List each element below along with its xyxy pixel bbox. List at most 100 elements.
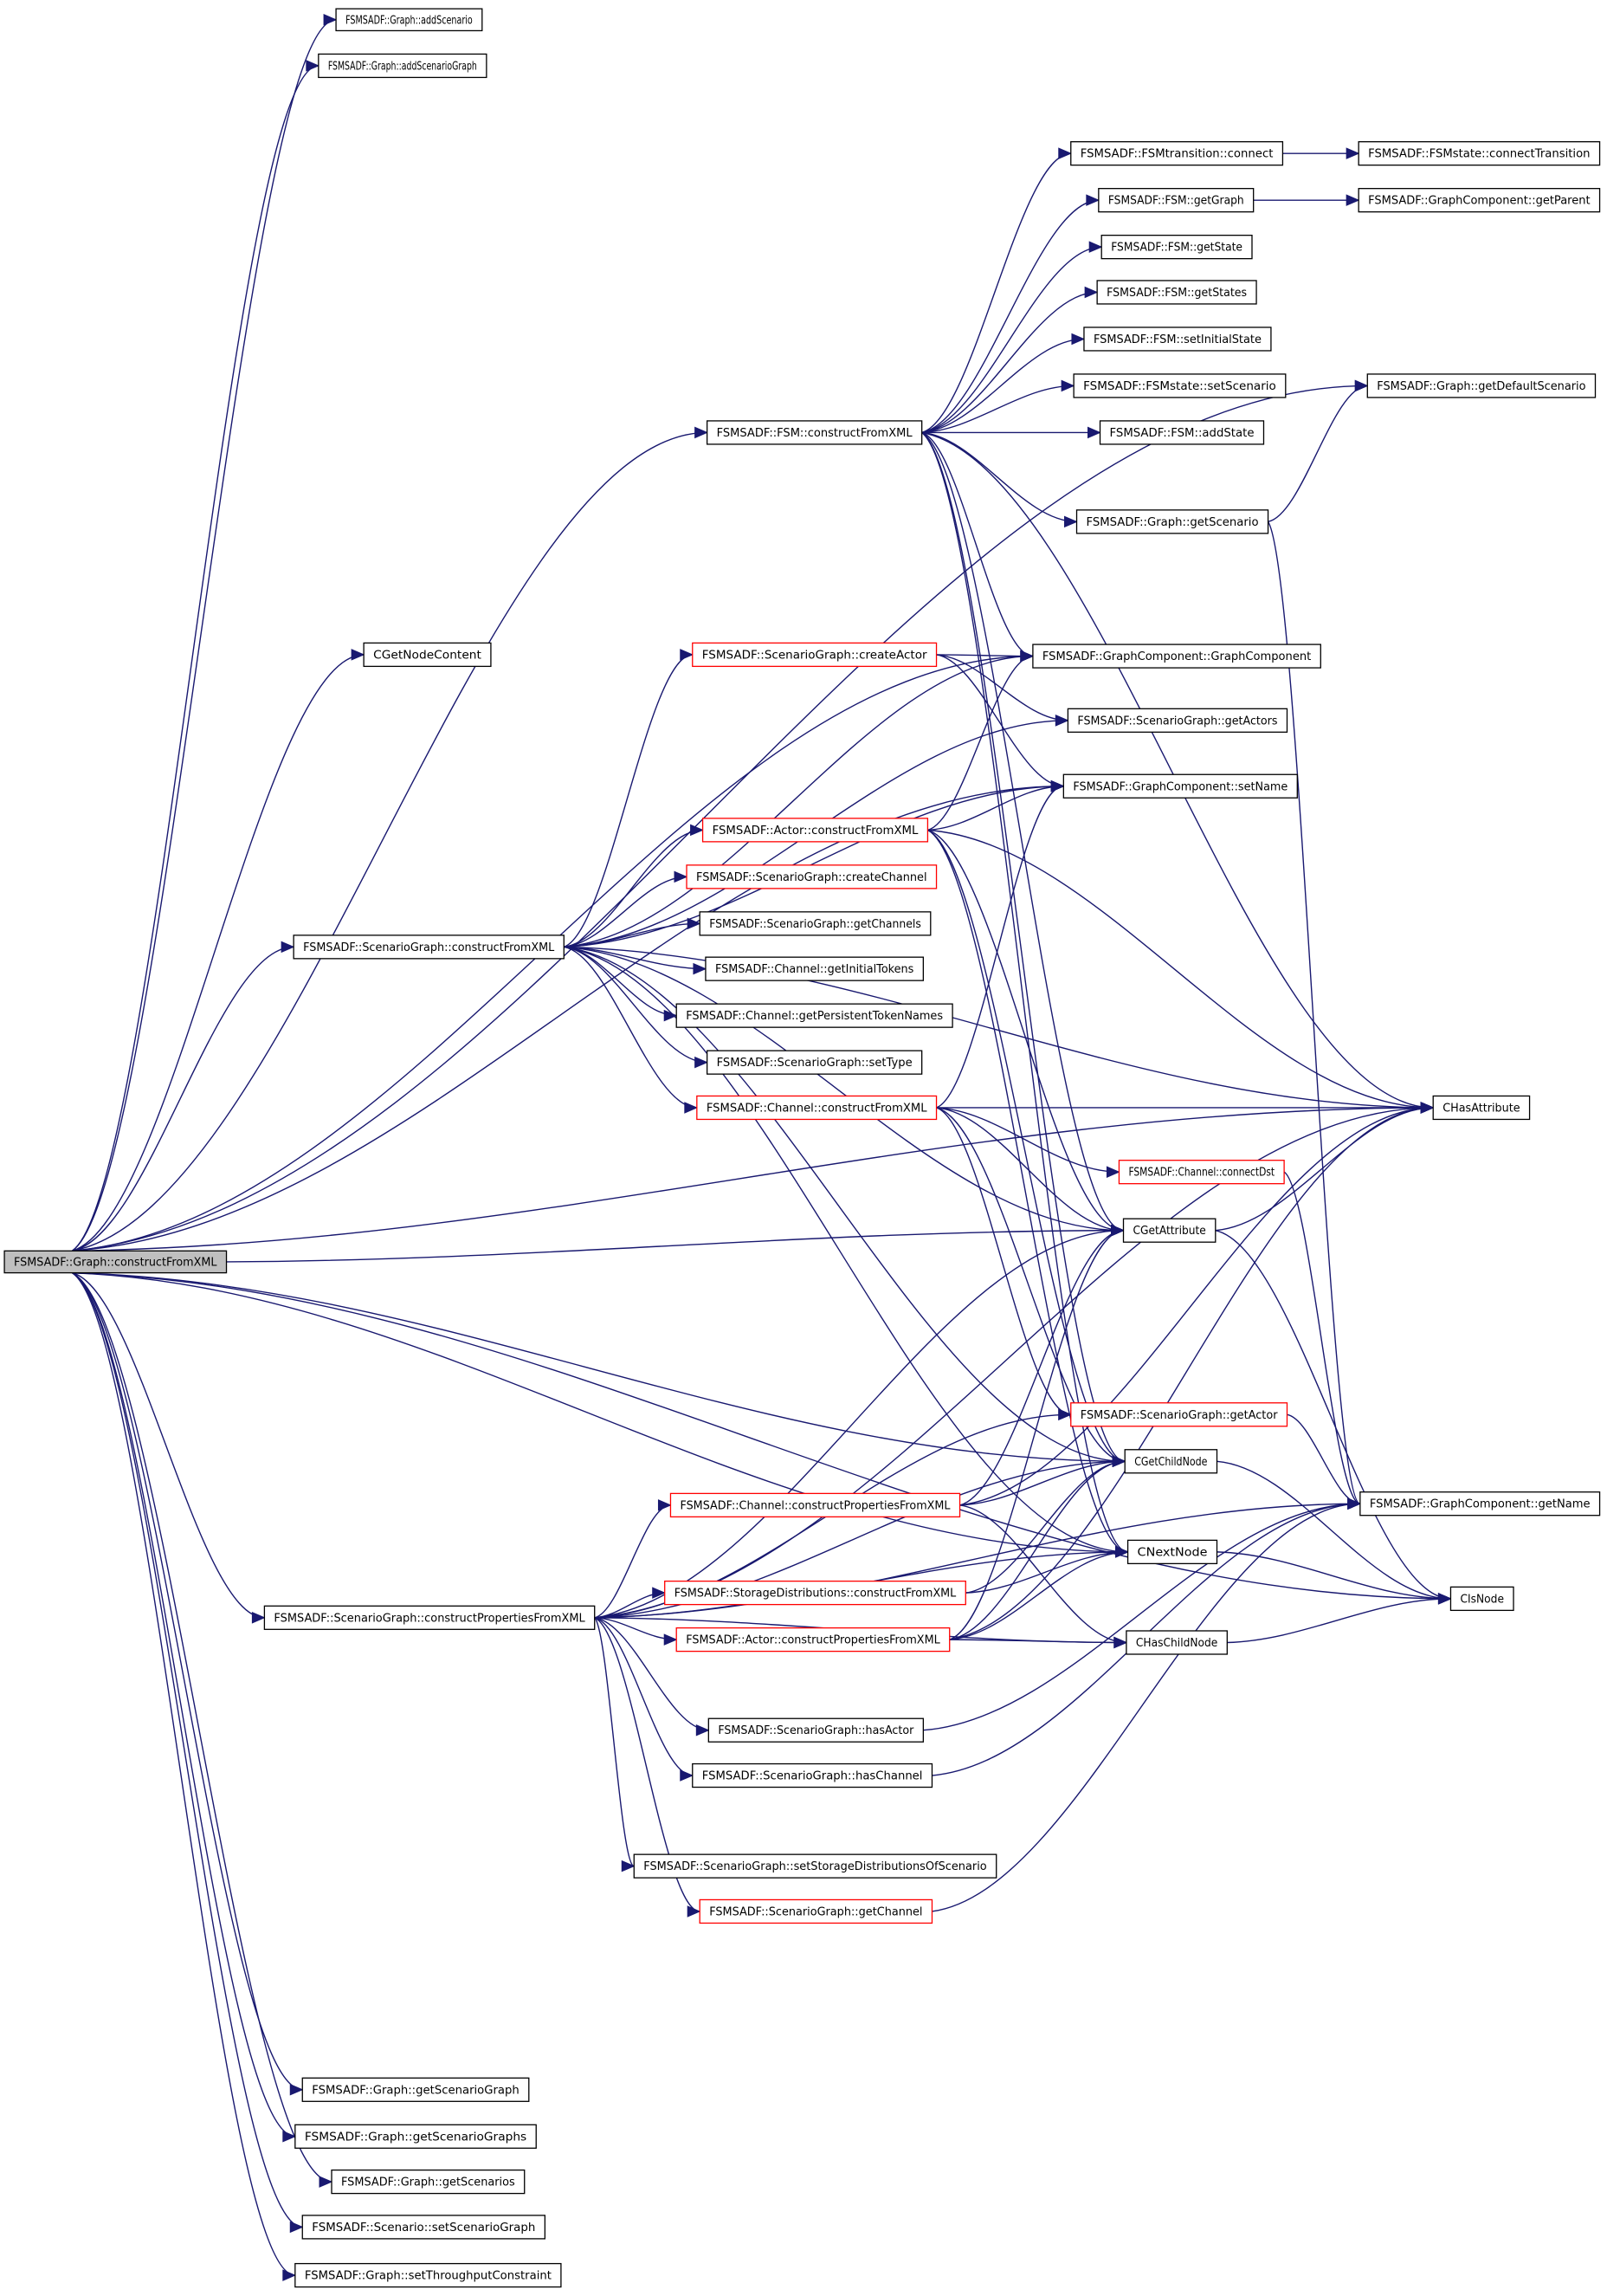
node-getscenariograph[interactable]: FSMSADF::Graph::getScenarioGraph — [301, 2077, 530, 2102]
node-box[interactable] — [1126, 1539, 1218, 1565]
node-addscenario[interactable]: FSMSADF::Graph::addScenario — [335, 8, 483, 32]
node-sg-constructprops[interactable]: FSMSADF::ScenarioGraph::constructPropert… — [263, 1605, 596, 1630]
node-ch-constructprops[interactable]: FSMSADF::Channel::constructPropertiesFro… — [669, 1492, 961, 1518]
node-sg-construct[interactable]: FSMSADF::ScenarioGraph::constructFromXML — [293, 935, 565, 960]
node-cisnode[interactable]: CIsNode — [1449, 1586, 1514, 1612]
node-box[interactable] — [1067, 708, 1288, 733]
node-setthroughput[interactable]: FSMSADF::Graph::setThroughputConstraint — [294, 2262, 562, 2288]
node-box[interactable] — [1098, 188, 1255, 213]
node-box[interactable] — [692, 1762, 933, 1788]
node-box[interactable] — [633, 1853, 997, 1879]
node-ch-getpersistent[interactable]: FSMSADF::Channel::getPersistentTokenName… — [675, 1003, 953, 1028]
node-ch-getinitialtokens[interactable]: FSMSADF::Channel::getInitialTokens — [705, 956, 925, 981]
node-box[interactable] — [301, 2077, 530, 2102]
node-box[interactable] — [294, 2262, 562, 2288]
node-sg-getchannels[interactable]: FSMSADF::ScenarioGraph::getChannels — [699, 911, 932, 936]
node-box[interactable] — [1449, 1586, 1514, 1612]
node-getscenariographs[interactable]: FSMSADF::Graph::getScenarioGraphs — [294, 2124, 537, 2149]
node-box[interactable] — [1073, 373, 1287, 398]
node-box[interactable] — [1070, 1402, 1288, 1427]
node-box[interactable] — [669, 1492, 961, 1518]
node-box[interactable] — [1070, 141, 1284, 166]
node-sd-construct[interactable]: FSMSADF::StorageDistributions::construct… — [664, 1580, 966, 1606]
node-box[interactable] — [699, 911, 932, 936]
node-box[interactable] — [706, 420, 923, 445]
node-getparent[interactable]: FSMSADF::GraphComponent::getParent — [1358, 188, 1601, 213]
node-box[interactable] — [675, 1627, 951, 1652]
node-getdefaultscenario[interactable]: FSMSADF::Graph::getDefaultScenario — [1366, 373, 1597, 398]
node-box[interactable] — [3, 1250, 228, 1274]
node-box[interactable] — [1075, 509, 1269, 534]
node-box[interactable] — [294, 2124, 537, 2149]
node-gc-ctor[interactable]: FSMSADF::GraphComponent::GraphComponent — [1032, 644, 1321, 669]
node-graph-getscenario[interactable]: FSMSADF::Graph::getScenario — [1075, 509, 1269, 534]
node-box[interactable] — [1096, 280, 1257, 305]
node-sg-settype[interactable]: FSMSADF::ScenarioGraph::setType — [706, 1050, 923, 1075]
node-box[interactable] — [1122, 1218, 1217, 1243]
node-box[interactable] — [335, 8, 483, 32]
node-sg-getchannel[interactable]: FSMSADF::ScenarioGraph::getChannel — [699, 1898, 933, 1924]
node-box[interactable] — [363, 642, 492, 668]
node-actor-constructprops[interactable]: FSMSADF::Actor::constructPropertiesFromX… — [675, 1627, 951, 1652]
node-fsm-addstate[interactable]: FSMSADF::FSM::addState — [1099, 420, 1265, 445]
node-sg-hasactor[interactable]: FSMSADF::ScenarioGraph::hasActor — [707, 1717, 925, 1743]
node-box[interactable] — [706, 1050, 923, 1075]
node-addscenariograph[interactable]: FSMSADF::Graph::addScenarioGraph — [318, 53, 487, 79]
node-box[interactable] — [696, 1095, 938, 1121]
node-fsm-setinitialstate[interactable]: FSMSADF::FSM::setInitialState — [1083, 327, 1272, 352]
node-graph-construct[interactable]: FSMSADF::Graph::constructFromXML — [3, 1250, 228, 1274]
node-box[interactable] — [686, 864, 938, 889]
node-box[interactable] — [1432, 1095, 1531, 1121]
node-box[interactable] — [1099, 420, 1265, 445]
node-cgetnodecontent[interactable]: CGetNodeContent — [363, 642, 492, 668]
node-box[interactable] — [664, 1580, 966, 1606]
node-box[interactable] — [263, 1605, 596, 1630]
node-box[interactable] — [707, 1717, 925, 1743]
node-fsm-getstate[interactable]: FSMSADF::FSM::getState — [1100, 235, 1253, 260]
node-fsm-construct[interactable]: FSMSADF::FSM::constructFromXML — [706, 420, 923, 445]
node-box[interactable] — [692, 642, 938, 668]
node-connecttransition[interactable]: FSMSADF::FSMstate::connectTransition — [1358, 141, 1601, 166]
node-box[interactable] — [1358, 141, 1601, 166]
node-chasattribute[interactable]: CHasAttribute — [1432, 1095, 1531, 1121]
node-cnextnode[interactable]: CNextNode — [1126, 1539, 1218, 1565]
node-box[interactable] — [1358, 188, 1601, 213]
node-box[interactable] — [1118, 1160, 1285, 1185]
node-box[interactable] — [1062, 773, 1298, 799]
node-actor-construct[interactable]: FSMSADF::Actor::constructFromXML — [701, 818, 929, 843]
node-sg-getactor[interactable]: FSMSADF::ScenarioGraph::getActor — [1070, 1402, 1288, 1427]
node-box[interactable] — [293, 935, 565, 960]
node-getscenarios[interactable]: FSMSADF::Graph::getScenarios — [331, 2169, 526, 2195]
node-box[interactable] — [331, 2169, 526, 2195]
node-box[interactable] — [1083, 327, 1272, 352]
node-cgetattribute[interactable]: CGetAttribute — [1122, 1218, 1217, 1243]
node-fsms-setscenario[interactable]: FSMSADF::FSMstate::setScenario — [1073, 373, 1287, 398]
node-box[interactable] — [1359, 1491, 1601, 1517]
node-gc-getname[interactable]: FSMSADF::GraphComponent::getName — [1359, 1491, 1601, 1517]
node-box[interactable] — [1124, 1449, 1218, 1474]
node-box[interactable] — [1366, 373, 1597, 398]
node-sc-setscenariograph[interactable]: FSMSADF::Scenario::setScenarioGraph — [301, 2215, 546, 2240]
node-fsm-getstates[interactable]: FSMSADF::FSM::getStates — [1096, 280, 1257, 305]
node-cgetchildnode[interactable]: CGetChildNode — [1124, 1449, 1218, 1474]
node-box[interactable] — [318, 53, 487, 79]
node-fsmt-connect[interactable]: FSMSADF::FSMtransition::connect — [1070, 141, 1284, 166]
node-box[interactable] — [675, 1003, 953, 1028]
node-box[interactable] — [699, 1898, 933, 1924]
node-box[interactable] — [701, 818, 929, 843]
node-box[interactable] — [1032, 644, 1321, 669]
node-chaschildnode[interactable]: CHasChildNode — [1126, 1630, 1228, 1655]
node-gc-setname[interactable]: FSMSADF::GraphComponent::setName — [1062, 773, 1298, 799]
node-box[interactable] — [301, 2215, 546, 2240]
node-box[interactable] — [1126, 1630, 1228, 1655]
node-sg-createchannel[interactable]: FSMSADF::ScenarioGraph::createChannel — [686, 864, 938, 889]
node-ch-construct[interactable]: FSMSADF::Channel::constructFromXML — [696, 1095, 938, 1121]
node-sg-getactors[interactable]: FSMSADF::ScenarioGraph::getActors — [1067, 708, 1288, 733]
node-box[interactable] — [1100, 235, 1253, 260]
node-sg-setstorage[interactable]: FSMSADF::ScenarioGraph::setStorageDistri… — [633, 1853, 997, 1879]
node-box[interactable] — [705, 956, 925, 981]
node-fsm-getgraph[interactable]: FSMSADF::FSM::getGraph — [1098, 188, 1255, 213]
node-ch-connectdst[interactable]: FSMSADF::Channel::connectDst — [1118, 1160, 1285, 1185]
node-sg-createactor[interactable]: FSMSADF::ScenarioGraph::createActor — [692, 642, 938, 668]
node-sg-haschannel[interactable]: FSMSADF::ScenarioGraph::hasChannel — [692, 1762, 933, 1788]
